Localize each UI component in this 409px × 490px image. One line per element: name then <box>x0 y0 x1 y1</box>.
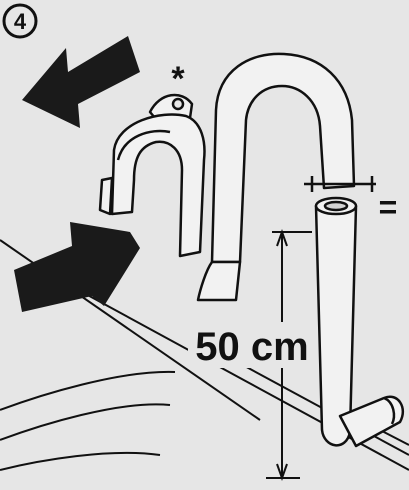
height-label-backdrop <box>188 322 316 368</box>
equals-mark: = <box>379 189 398 225</box>
standpipe <box>314 196 405 448</box>
step-number: 4 <box>14 9 27 34</box>
hose-end-marker <box>304 176 376 192</box>
drain-hose <box>196 52 356 302</box>
height-label: 50 cm <box>195 325 308 369</box>
insert-arrow-icon <box>14 222 140 312</box>
hose-guide-clip <box>98 93 206 258</box>
asterisk-mark: * <box>171 60 185 98</box>
remove-arrow-icon <box>22 36 140 128</box>
step-number-badge: 4 <box>2 3 38 39</box>
